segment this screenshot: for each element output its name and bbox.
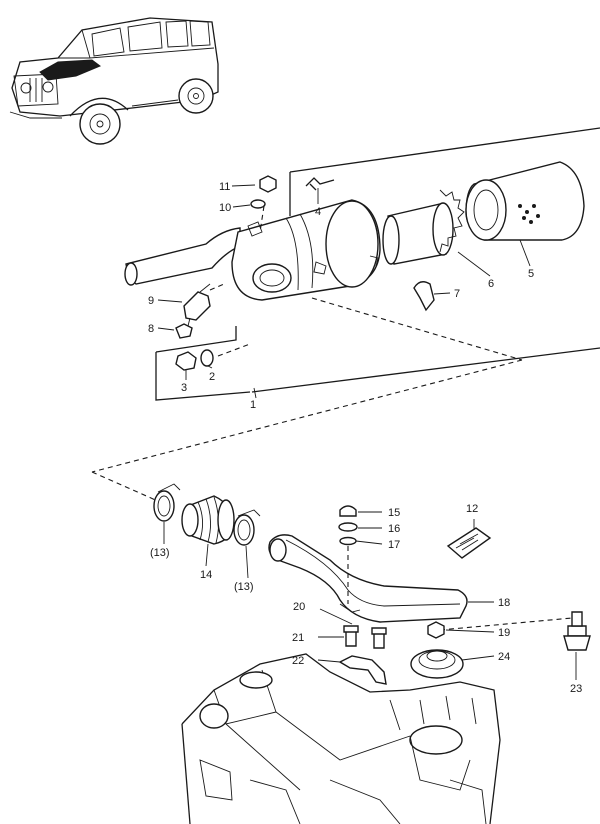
part-14-rubber-bellows bbox=[181, 495, 235, 545]
callout-7: 7 bbox=[454, 288, 460, 300]
callout-13-right: (13) bbox=[234, 581, 254, 593]
callout-1: 1 bbox=[250, 399, 256, 411]
upper-assembly-frame bbox=[155, 127, 600, 401]
callout-10: 10 bbox=[219, 202, 231, 214]
part-9-sensor bbox=[183, 283, 211, 327]
part-22-bracket bbox=[338, 655, 387, 685]
callout-24: 24 bbox=[498, 651, 510, 663]
callout-17: 17 bbox=[388, 539, 400, 551]
air-filter-housing bbox=[124, 199, 381, 301]
callout-11: 11 bbox=[219, 181, 230, 193]
part-3-nut bbox=[175, 351, 197, 371]
callout-15: 15 bbox=[388, 507, 400, 519]
callout-13-left: (13) bbox=[150, 547, 170, 559]
part-19-nut bbox=[427, 621, 445, 639]
callout-19: 19 bbox=[498, 627, 510, 639]
callout-12: 12 bbox=[466, 503, 478, 515]
callout-22: 22 bbox=[292, 655, 304, 667]
leader-lines bbox=[157, 184, 577, 680]
callout-21: 21 bbox=[292, 632, 304, 644]
callout-6: 6 bbox=[488, 278, 494, 290]
callout-4: 4 bbox=[315, 206, 321, 218]
callout-23: 23 bbox=[570, 683, 582, 695]
hood-highlight bbox=[39, 59, 101, 81]
callout-20: 20 bbox=[293, 601, 305, 613]
callout-8: 8 bbox=[148, 323, 154, 335]
part-24-rubber-boot bbox=[410, 649, 464, 679]
part-15-cap bbox=[339, 505, 357, 517]
part-13-hose-clamp-left bbox=[153, 483, 181, 522]
part-23-sensor bbox=[563, 611, 591, 651]
part-18-intake-duct bbox=[268, 534, 468, 623]
part-10-washer bbox=[250, 199, 266, 209]
part-2-washer bbox=[200, 349, 214, 367]
callout-5: 5 bbox=[528, 268, 534, 280]
part-6-filter-insert bbox=[382, 189, 465, 265]
part-21-bolts bbox=[343, 625, 387, 649]
callout-9: 9 bbox=[148, 295, 154, 307]
vehicle-locator-illustration bbox=[9, 17, 219, 145]
part-17-grommet bbox=[339, 536, 357, 546]
part-7-dust-valve bbox=[413, 281, 435, 312]
routing-lines bbox=[91, 297, 573, 631]
callout-16: 16 bbox=[388, 523, 400, 535]
part-16-washer bbox=[338, 522, 358, 532]
part-4-spring-clip bbox=[305, 177, 335, 191]
part-5-air-filter-element bbox=[465, 161, 585, 241]
callout-2: 2 bbox=[209, 371, 215, 383]
part-13-hose-clamp-right bbox=[233, 509, 261, 546]
part-8-nut bbox=[175, 323, 193, 339]
part-12-label-plate bbox=[446, 527, 492, 559]
part-11-nut bbox=[259, 175, 277, 193]
callout-18: 18 bbox=[498, 597, 510, 609]
callout-14: 14 bbox=[200, 569, 212, 581]
callout-labels: 11 10 4 5 6 7 9 8 3 2 1 12 15 16 17 (13)… bbox=[148, 181, 582, 695]
callout-3: 3 bbox=[181, 382, 187, 394]
engine-block-illustration bbox=[181, 653, 501, 824]
